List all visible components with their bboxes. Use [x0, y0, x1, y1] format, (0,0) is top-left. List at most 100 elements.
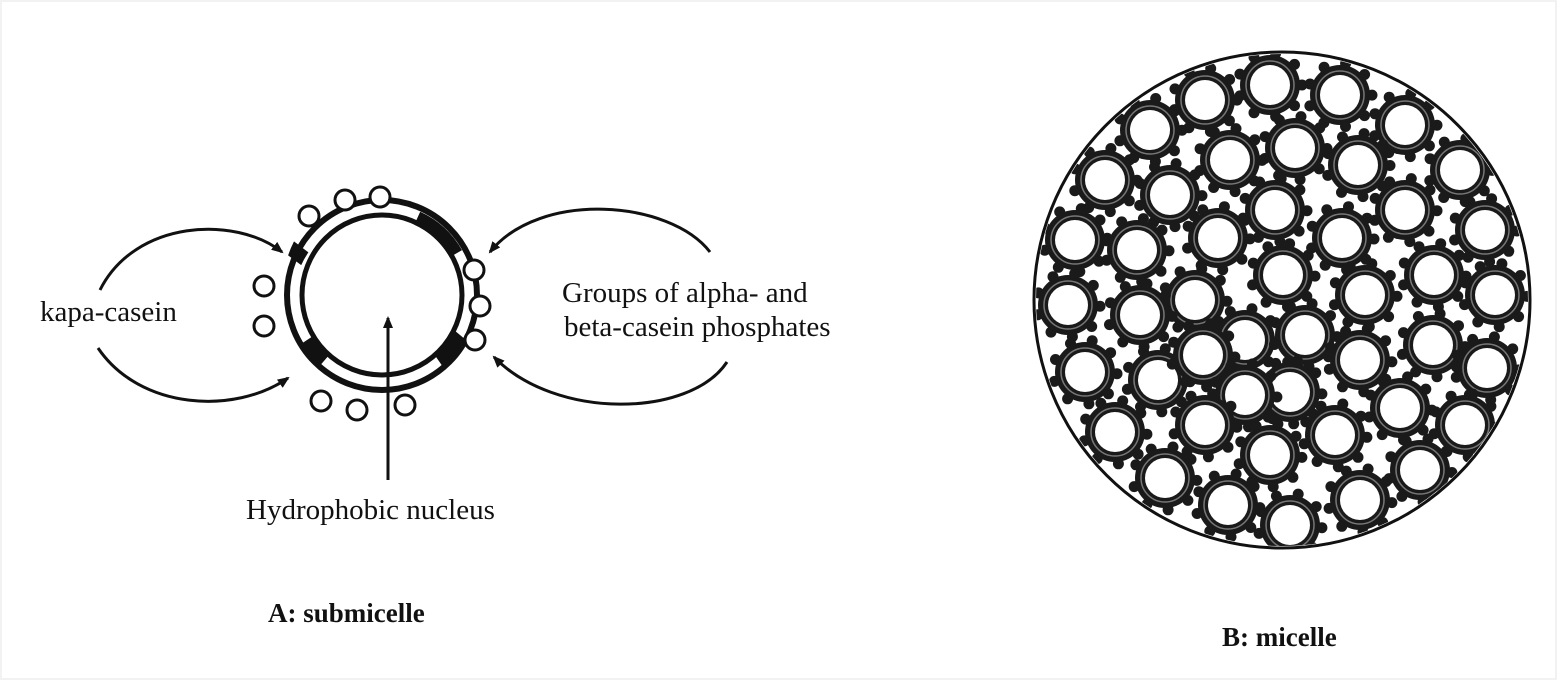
unit-knob — [1050, 354, 1061, 365]
label-phosphate-groups-line2: beta-casein phosphates — [564, 311, 831, 343]
unit-knob — [1311, 501, 1322, 512]
unit-knob — [1265, 371, 1276, 382]
unit-knob — [1316, 401, 1327, 412]
unit-nucleus — [1250, 65, 1290, 105]
unit-knob — [1180, 376, 1191, 387]
unit-knob — [1324, 503, 1335, 514]
unit-knob — [1513, 311, 1524, 322]
unit-knob — [1192, 508, 1203, 519]
unit-knob — [1392, 291, 1403, 302]
unit-knob — [1432, 205, 1443, 216]
unit-knob — [1453, 320, 1464, 331]
unit-nucleus — [1414, 255, 1454, 295]
unit-knob — [1438, 192, 1449, 203]
unit-knob — [1175, 266, 1186, 277]
unit-knob — [1307, 298, 1318, 309]
unit-knob — [1361, 432, 1372, 443]
unit-knob — [1302, 205, 1313, 216]
unit-knob — [1310, 271, 1321, 282]
unit-nucleus — [1130, 110, 1170, 150]
unit-knob — [1076, 203, 1087, 214]
unit-knob — [1452, 350, 1463, 361]
unit-knob — [1325, 310, 1336, 321]
unit-knob — [1460, 277, 1471, 288]
unit-knob — [1105, 143, 1116, 154]
phosphate-circle — [254, 276, 274, 296]
unit-knob — [1225, 401, 1236, 412]
unit-knob — [1486, 193, 1497, 204]
unit-knob — [1366, 258, 1377, 269]
unit-knob — [1113, 458, 1124, 469]
unit-knob — [1240, 193, 1251, 204]
phosphate-circle — [335, 190, 355, 210]
unit-knob — [1362, 323, 1373, 334]
unit-knob — [1369, 234, 1380, 245]
unit-knob — [1398, 327, 1409, 338]
unit-knob — [1231, 123, 1242, 134]
unit-knob — [1381, 476, 1392, 487]
unit-nucleus — [1185, 405, 1225, 445]
unit-knob — [1168, 442, 1179, 453]
unit-nucleus — [1183, 335, 1223, 375]
unit-nucleus — [1413, 325, 1453, 365]
unit-knob — [1325, 342, 1336, 353]
unit-knob — [1170, 221, 1181, 232]
unit-knob — [1248, 258, 1259, 269]
unit-knob — [1065, 338, 1076, 349]
unit-knob — [1336, 187, 1347, 198]
unit-knob — [1232, 95, 1243, 106]
unit-knob — [1304, 100, 1315, 111]
unit-knob — [1380, 374, 1391, 385]
unit-knob — [1103, 388, 1114, 399]
unit-knob — [1209, 127, 1220, 138]
unit-knob — [1230, 186, 1241, 197]
unit-knob — [1256, 506, 1267, 517]
unit-knob — [1117, 337, 1128, 348]
unit-knob — [1223, 331, 1234, 342]
unit-knob — [1293, 489, 1304, 500]
unit-nucleus — [1467, 348, 1507, 388]
unit-knob — [1182, 495, 1193, 506]
unit-knob — [1263, 412, 1274, 423]
unit-nucleus — [1340, 340, 1380, 380]
unit-knob — [1384, 176, 1395, 187]
unit-knob — [1116, 216, 1127, 227]
unit-knob — [1294, 184, 1305, 195]
unit-knob — [1247, 303, 1258, 314]
unit-knob — [1292, 355, 1303, 366]
phosphate-circle — [347, 400, 367, 420]
unit-knob — [1295, 174, 1306, 185]
unit-knob — [1172, 322, 1183, 333]
unit-knob — [1274, 115, 1285, 126]
unit-knob — [1169, 104, 1180, 115]
unit-knob — [1449, 235, 1460, 246]
micelle-diagram: B: micelle — [1032, 48, 1533, 652]
unit-nucleus — [1210, 140, 1250, 180]
unit-knob — [1223, 442, 1234, 453]
unit-knob — [1115, 272, 1126, 283]
unit-nucleus — [1270, 505, 1310, 545]
unit-knob — [1370, 193, 1381, 204]
unit-knob — [1454, 250, 1465, 261]
unit-knob — [1197, 204, 1208, 215]
unit-knob — [1413, 311, 1424, 322]
unit-knob — [1289, 59, 1300, 70]
phosphate-circle — [370, 187, 390, 207]
unit-nucleus — [1285, 315, 1325, 355]
unit-knob — [1105, 347, 1116, 358]
unit-knob — [1515, 270, 1526, 281]
unit-nucleus — [1322, 218, 1362, 258]
unit-knob — [1316, 522, 1327, 533]
unit-knob — [1157, 225, 1168, 236]
unit-knob — [1196, 263, 1207, 274]
unit-knob — [1177, 125, 1188, 136]
unit-knob — [1169, 428, 1180, 439]
unit-knob — [1307, 221, 1318, 232]
unit-knob — [1402, 371, 1413, 382]
unit-knob — [1270, 358, 1281, 369]
unit-knob — [1269, 339, 1280, 350]
unit-knob — [1224, 74, 1235, 85]
unit-knob — [1231, 469, 1242, 480]
